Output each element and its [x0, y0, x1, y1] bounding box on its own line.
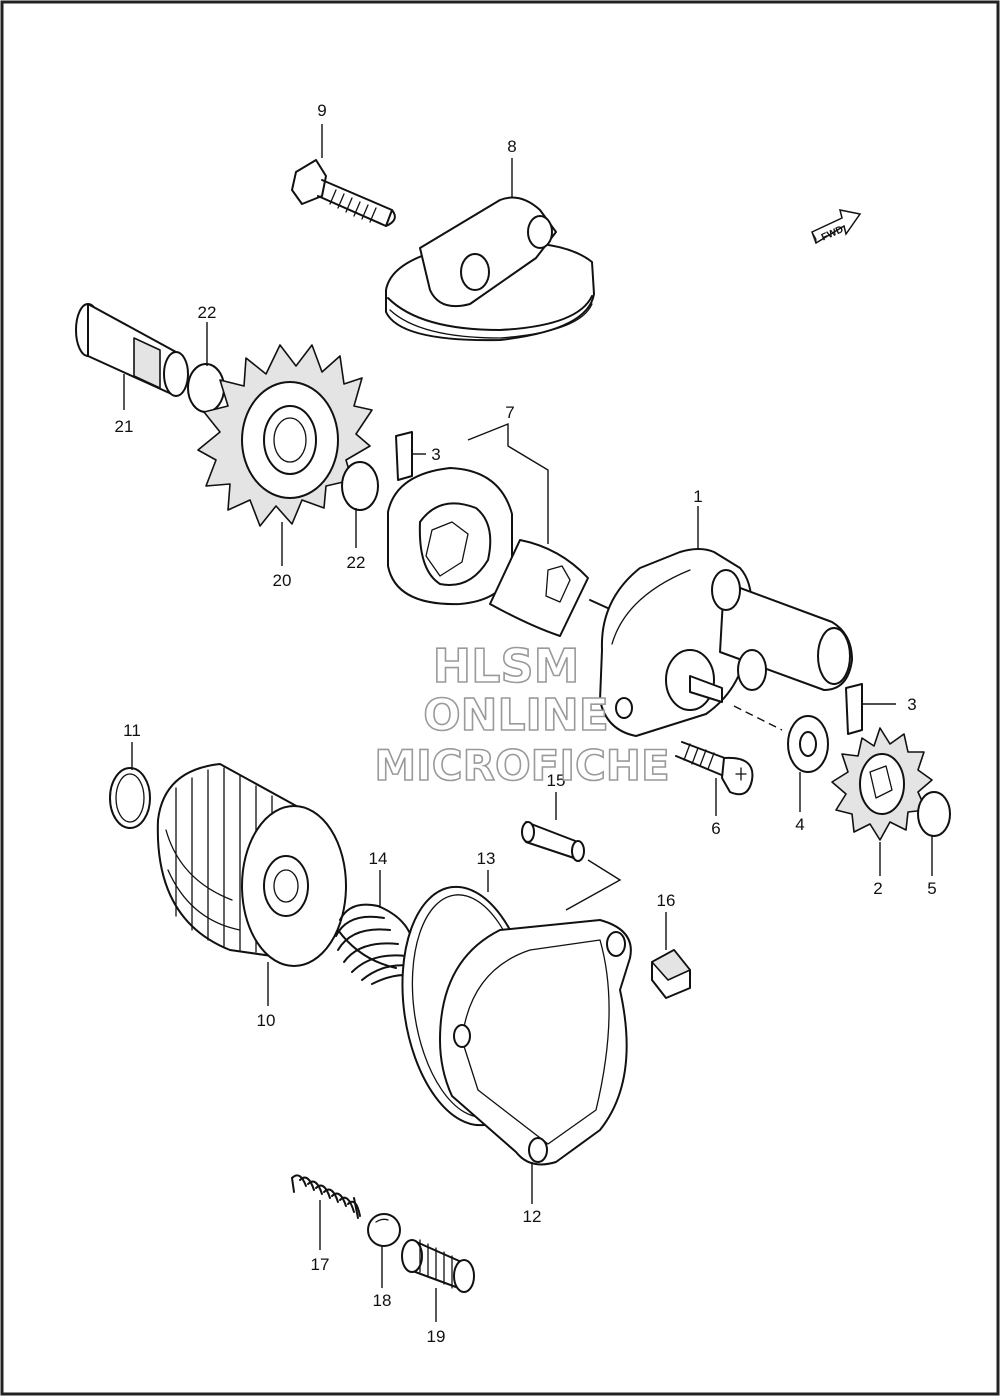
part-4-washer[interactable]: [787, 715, 829, 773]
part-20-large-gear[interactable]: [197, 344, 373, 527]
callout-2: 2: [873, 879, 882, 898]
part-2-small-gear[interactable]: [831, 727, 933, 841]
part-8-cap[interactable]: [385, 196, 595, 342]
callout-5: 5: [927, 879, 936, 898]
part-15-dowel[interactable]: [521, 821, 585, 862]
part-3-pin-upper[interactable]: [395, 431, 413, 481]
callout-3-upper: 3: [431, 445, 440, 464]
callout-labels: 1 2 3 3 4 5 6 7 8 9 10 11 12 13 14 15 16…: [115, 101, 937, 1346]
part-16-cap-nut[interactable]: [651, 949, 691, 999]
callout-19: 19: [427, 1327, 446, 1346]
watermark-line-1: HLSM: [433, 639, 580, 693]
callout-22-upper: 22: [198, 303, 217, 322]
callout-1: 1: [693, 487, 702, 506]
callout-16: 16: [657, 891, 676, 910]
callout-10: 10: [257, 1011, 276, 1030]
callout-11: 11: [123, 721, 141, 740]
callout-12: 12: [523, 1207, 542, 1226]
watermark: HLSM ONLINE MICROFICHE: [374, 638, 671, 791]
part-3-pin-lower[interactable]: [845, 683, 863, 735]
part-12-cover[interactable]: [439, 859, 632, 1166]
callout-14: 14: [369, 849, 388, 868]
part-22-circlip-lower[interactable]: [341, 461, 379, 511]
callout-18: 18: [373, 1291, 392, 1310]
callout-6: 6: [711, 819, 720, 838]
watermark-line-2: ONLINE: [423, 690, 609, 741]
fwd-arrow-icon: FWD: [811, 209, 862, 245]
watermark-line-3: MICROFICHE: [374, 741, 669, 790]
callout-15: 15: [547, 771, 566, 790]
part-19-plug[interactable]: [401, 1239, 475, 1293]
part-10-oil-filter[interactable]: [156, 763, 347, 967]
callout-8: 8: [507, 137, 516, 156]
callout-4: 4: [795, 815, 804, 834]
part-9-bolt[interactable]: [291, 159, 396, 227]
callout-7: 7: [505, 403, 514, 422]
leader-lines: [123, 124, 933, 1322]
callout-9: 9: [317, 101, 326, 120]
part-21-shaft[interactable]: [75, 303, 189, 397]
callout-20: 20: [273, 571, 292, 590]
part-6-screw[interactable]: [675, 741, 754, 796]
callout-17: 17: [311, 1255, 330, 1274]
callout-13: 13: [477, 849, 496, 868]
part-11-o-ring[interactable]: [109, 767, 151, 829]
callout-21: 21: [115, 417, 134, 436]
part-22-circlip-upper[interactable]: [187, 363, 225, 413]
part-1-pump-body[interactable]: [599, 548, 853, 737]
callout-3-lower: 3: [907, 695, 916, 714]
part-18-ball[interactable]: [367, 1213, 401, 1247]
part-5-circlip[interactable]: [917, 791, 951, 837]
part-7-rotor-set[interactable]: [387, 467, 613, 637]
part-17-spring[interactable]: [291, 1174, 361, 1219]
callout-22-lower: 22: [347, 553, 366, 572]
